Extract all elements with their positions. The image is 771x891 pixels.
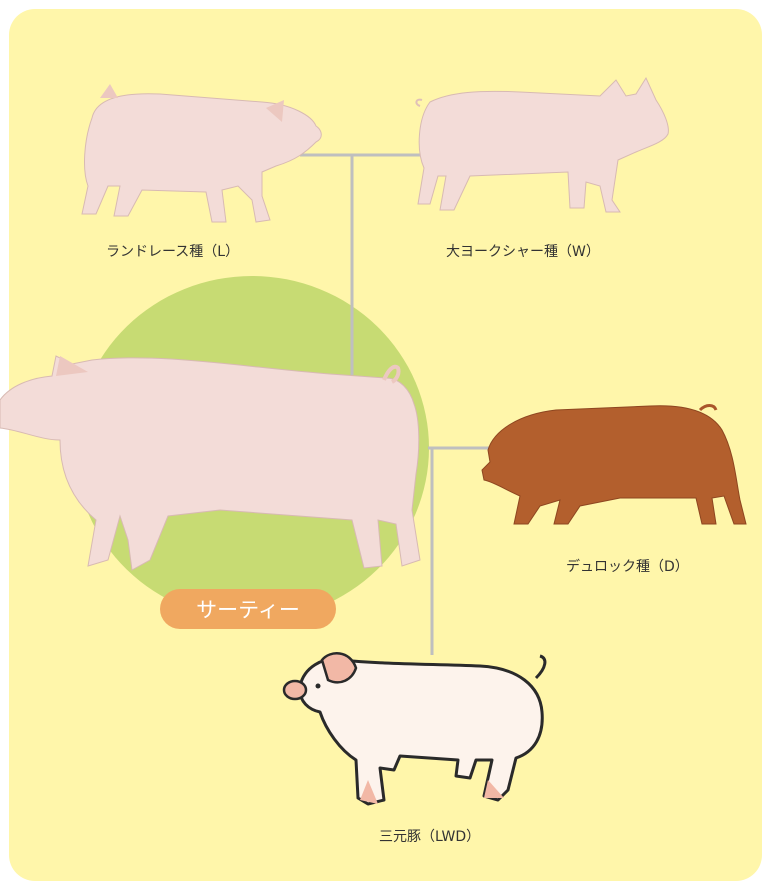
crossbreed-label: 三元豚（LWD） bbox=[379, 826, 480, 846]
duroc-pig-image bbox=[482, 406, 746, 525]
crossbreed-pig-illustration bbox=[284, 653, 545, 804]
landrace-label: ランドレース種（L） bbox=[106, 241, 239, 261]
landrace-pig-image bbox=[82, 84, 321, 222]
large-white-pig-image bbox=[416, 78, 668, 212]
large-white-label: 大ヨークシャー種（W） bbox=[446, 241, 600, 261]
thirty-badge: サーティー bbox=[160, 589, 336, 629]
duroc-label: デュロック種（D） bbox=[566, 556, 689, 576]
